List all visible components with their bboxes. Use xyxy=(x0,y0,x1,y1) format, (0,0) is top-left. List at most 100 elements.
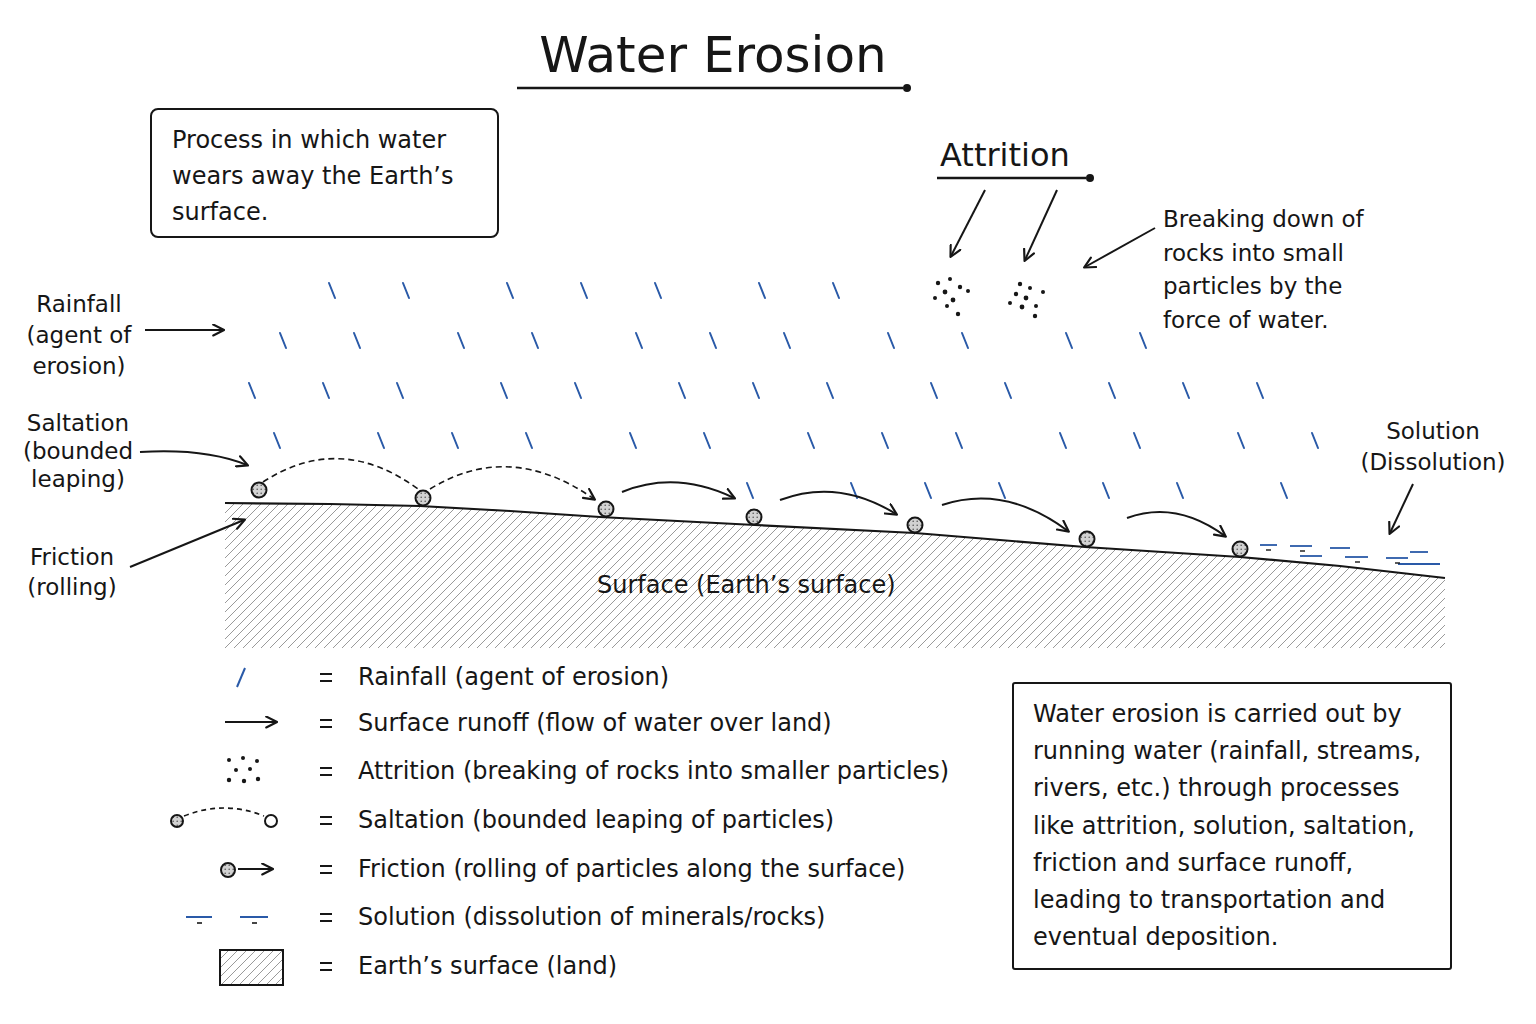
particle-dot xyxy=(951,298,956,303)
legend-text: Earth’s surface (land) xyxy=(358,950,617,982)
callout-label: Solution (Dissolution) xyxy=(1355,416,1511,478)
rain-dash xyxy=(747,483,753,498)
water-tick xyxy=(1266,549,1271,550)
equals-bar xyxy=(320,872,332,874)
rain-dash xyxy=(956,433,962,448)
rain-dash xyxy=(679,383,685,398)
particle-dot xyxy=(936,281,940,285)
rain-dash xyxy=(759,283,765,298)
rain-dash xyxy=(630,433,636,448)
particle-dot xyxy=(945,304,949,308)
rain-dash xyxy=(378,433,384,448)
definition-note: Breaking down of rocks into small partic… xyxy=(1163,203,1378,337)
saltation-arc xyxy=(263,459,418,489)
pebble xyxy=(1233,542,1248,557)
land-surface: Surface (Earth’s surface) xyxy=(222,498,1448,650)
definition-box: Process in which water wears away the Ea… xyxy=(150,108,499,238)
particle-dot xyxy=(1020,305,1025,310)
callout-label: Rainfall (agent of erosion) xyxy=(14,289,144,382)
rain-dash xyxy=(833,283,839,298)
particle-dot xyxy=(234,768,238,772)
particle-dot xyxy=(1018,282,1022,286)
equals-bar xyxy=(320,680,332,682)
diagram-title: Water Erosion xyxy=(363,25,1063,85)
particle-dot xyxy=(241,756,245,760)
rain-dash xyxy=(501,383,507,398)
rain-sample xyxy=(237,668,245,687)
saltation-sample xyxy=(184,808,264,816)
rain-dash xyxy=(1066,333,1072,348)
particle-dot xyxy=(1033,314,1037,318)
summary-box: Water erosion is carried out by running … xyxy=(1012,682,1452,970)
equals-bar xyxy=(320,823,332,825)
rain-dash xyxy=(999,483,1005,498)
rain-dash xyxy=(354,333,360,348)
rain-dash xyxy=(962,333,968,348)
friction-sample xyxy=(221,863,235,877)
water-dash xyxy=(1410,551,1428,553)
rain-dash xyxy=(753,383,759,398)
rain-dash xyxy=(655,283,661,298)
rain-dash xyxy=(1177,483,1183,498)
particle-dot xyxy=(1034,304,1038,308)
equals-bar xyxy=(320,962,332,964)
rain-dash xyxy=(1103,483,1109,498)
leader-arrow xyxy=(1390,484,1413,533)
callout-label: Saltation (bounded leaping) xyxy=(13,409,143,493)
particle-dot xyxy=(948,277,952,281)
rain-dash xyxy=(827,383,833,398)
runoff-sample xyxy=(225,721,276,723)
particle-dot xyxy=(966,289,970,293)
underline-dot xyxy=(1086,174,1094,182)
rain-dash xyxy=(1257,383,1263,398)
leader-arrow xyxy=(130,520,244,567)
water-dash xyxy=(1330,547,1350,549)
rain-dash xyxy=(575,383,581,398)
friction-sample xyxy=(238,868,272,870)
pebble xyxy=(252,483,267,498)
pebble xyxy=(599,502,614,517)
legend-text: Surface runoff (flow of water over land) xyxy=(358,707,832,739)
saltation-sample xyxy=(171,815,183,827)
rain-dash xyxy=(1109,383,1115,398)
rain-dash xyxy=(403,283,409,298)
leader-arrow xyxy=(140,451,247,465)
equals-bar xyxy=(320,865,332,867)
water-dash xyxy=(1300,555,1322,557)
particle-dot xyxy=(1028,286,1032,290)
water-dash xyxy=(1260,544,1277,546)
solution-water xyxy=(1260,545,1440,564)
particle-dot xyxy=(255,759,259,763)
rain-dash xyxy=(249,383,255,398)
node-text: Process in which water wears away the Ea… xyxy=(172,122,494,230)
rain-dash xyxy=(1183,383,1189,398)
particle-dot xyxy=(1041,290,1045,294)
rain-dash xyxy=(808,433,814,448)
rain-dash xyxy=(931,383,937,398)
equals-bar xyxy=(320,719,332,721)
surface-line xyxy=(225,503,1445,578)
rain-dash xyxy=(1060,433,1066,448)
pebble xyxy=(416,491,431,506)
water-tick xyxy=(1355,561,1360,562)
equals-bar xyxy=(320,726,332,728)
saltation-arc xyxy=(430,467,594,499)
equals-bar xyxy=(320,920,332,922)
particle-dot xyxy=(1024,296,1029,301)
rain-dash xyxy=(323,383,329,398)
rain-dash xyxy=(636,333,642,348)
rain-dash xyxy=(1134,433,1140,448)
particle-dot xyxy=(227,778,231,782)
rain-dash xyxy=(1281,483,1287,498)
equals-bar xyxy=(320,913,332,915)
rain-dash xyxy=(1312,433,1318,448)
rain-dash xyxy=(882,433,888,448)
particle-dot xyxy=(227,758,231,762)
water-dash xyxy=(1398,563,1440,565)
water-dash xyxy=(1345,556,1368,558)
particle-dot xyxy=(242,779,246,783)
solution-sample xyxy=(197,922,202,924)
particle-dot xyxy=(1014,292,1018,296)
